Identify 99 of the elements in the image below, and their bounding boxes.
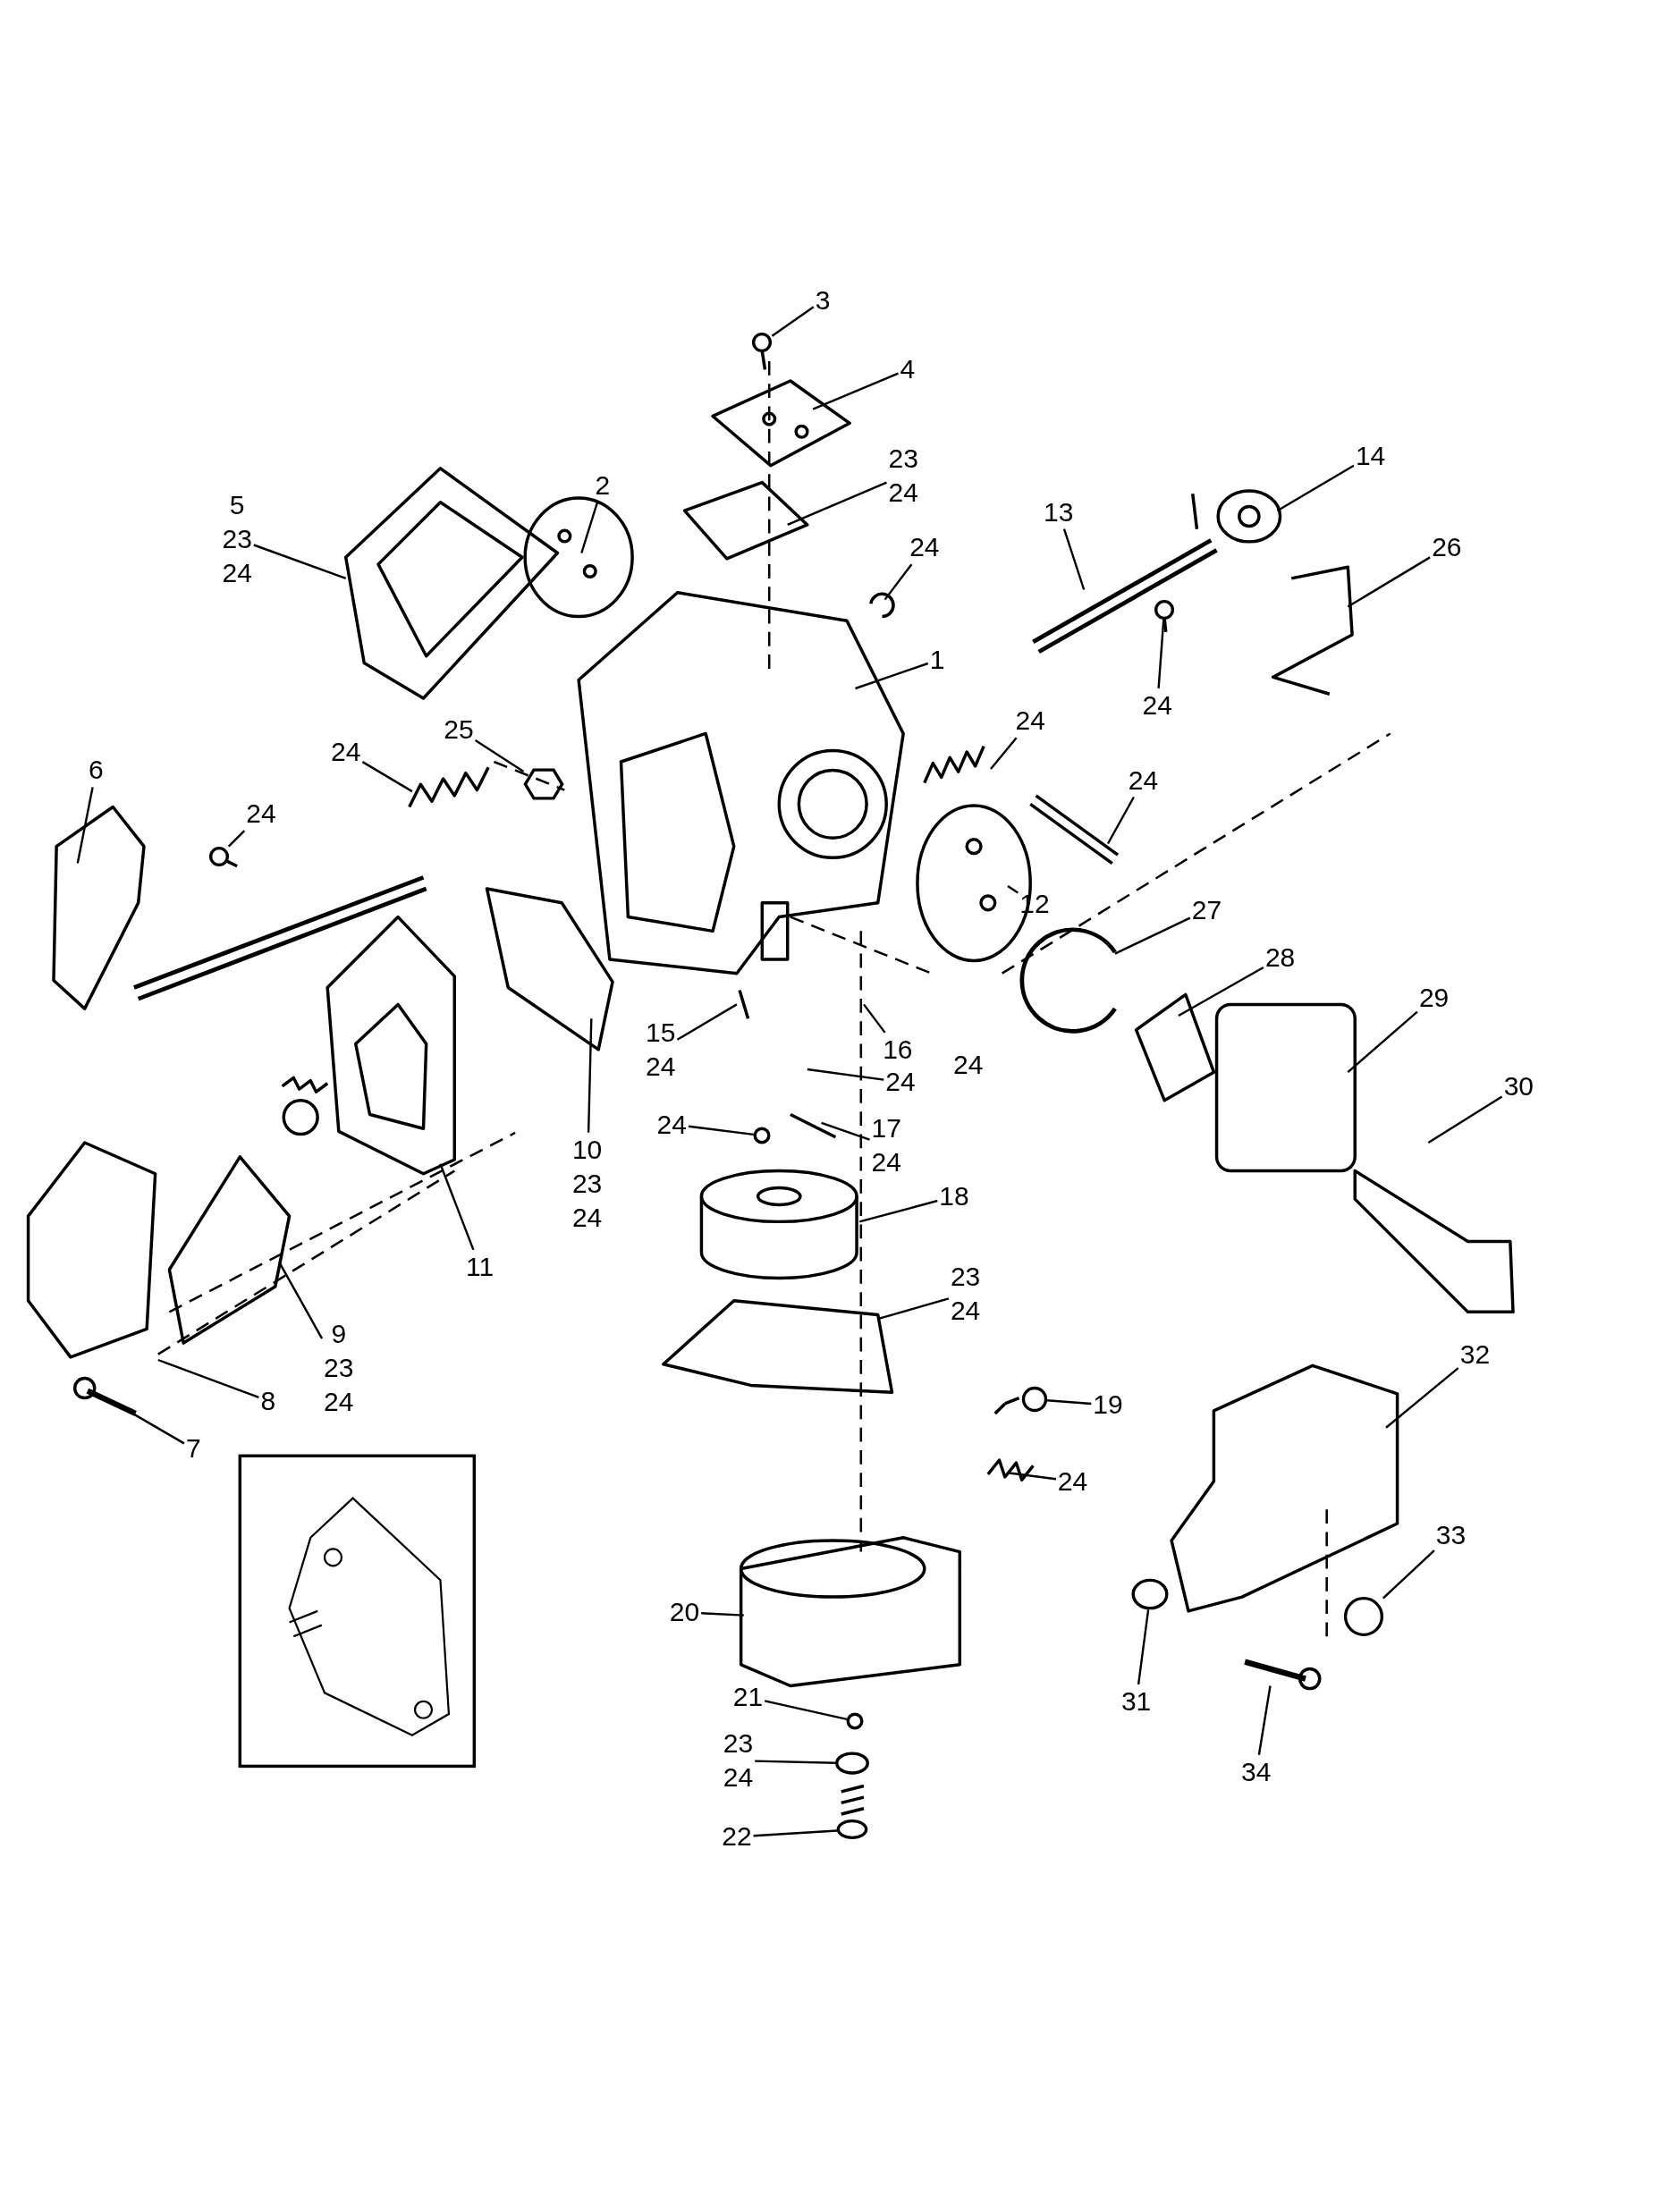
leader-line [877, 1297, 950, 1321]
callout-number: 28 [1264, 941, 1297, 975]
leader-line [76, 787, 94, 864]
leader-line [1007, 1472, 1057, 1481]
leader-line [753, 1829, 838, 1837]
leader-line [787, 481, 887, 526]
callout-number: 16 [882, 1033, 914, 1066]
leader-line [474, 739, 525, 773]
leader-line [990, 737, 1018, 770]
leader-line [1047, 1399, 1092, 1406]
callout-number: 24 [245, 798, 277, 831]
callout-number: 6 [88, 754, 105, 787]
callout-number: 3 [814, 284, 832, 317]
leader-line [863, 1003, 886, 1034]
leader-line [580, 502, 599, 553]
leader-line [812, 372, 899, 410]
leader-line [1385, 1367, 1459, 1429]
leader-line [1106, 796, 1135, 845]
leader-line [1178, 966, 1264, 1017]
callout-number: 24 [884, 1066, 917, 1099]
callout-number: 31 [1120, 1684, 1153, 1718]
callout-number: 7 [184, 1432, 202, 1465]
callout-number: 2 [594, 469, 612, 502]
callout-number: 33 [1434, 1518, 1467, 1551]
leader-line [114, 1402, 185, 1445]
callout-number: 20 [668, 1596, 701, 1629]
callout-number: 13 [1043, 495, 1075, 528]
callout-number: 24 [1056, 1465, 1089, 1498]
leader-line [755, 1760, 836, 1764]
callout-number: 24 [952, 1049, 985, 1082]
leader-line [1427, 1095, 1503, 1144]
callout-number: 15 [645, 1016, 677, 1049]
callout-number: 26 [1431, 531, 1463, 564]
leader-line [764, 1700, 848, 1720]
callout-number: 11 [465, 1250, 495, 1283]
leader-line [855, 662, 929, 690]
callout-number: 24 [887, 476, 919, 509]
callout-number: 24 [330, 735, 362, 768]
callout-number: 24 [323, 1386, 355, 1419]
leader-line [587, 1018, 593, 1133]
leader-line [701, 1612, 744, 1617]
callout-number: 24 [221, 556, 253, 589]
callout-number: 17 [870, 1112, 902, 1145]
callout-number: 23 [887, 442, 919, 475]
callout-number: 30 [1502, 1069, 1534, 1102]
callout-number: 27 [1190, 893, 1223, 926]
callout-number: 24 [1141, 688, 1173, 722]
leader-line [1157, 619, 1165, 688]
callout-number: 24 [909, 531, 941, 564]
callout-number: 22 [721, 1820, 753, 1853]
leader-line [361, 761, 413, 793]
leader-line [807, 1068, 884, 1081]
callout-number: 32 [1458, 1338, 1492, 1371]
callout-number: 5 [228, 488, 246, 521]
callout-number: 19 [1092, 1389, 1124, 1422]
callout-number: 29 [1417, 981, 1450, 1014]
leader-line [1137, 1609, 1150, 1684]
callout-number: 14 [1354, 439, 1387, 472]
callout-number: 23 [323, 1352, 355, 1385]
callout-number: 24 [949, 1294, 982, 1327]
callout-number: 24 [1014, 705, 1046, 738]
leader-line [157, 1358, 259, 1399]
leader-line [688, 1125, 754, 1136]
leader-line [439, 1163, 475, 1251]
callout-number: 4 [899, 353, 917, 386]
callout-number: 24 [1127, 764, 1160, 797]
callout-number: 10 [571, 1133, 604, 1166]
callout-number: 34 [1240, 1755, 1272, 1788]
leader-line [883, 563, 913, 601]
callout-number: 25 [443, 713, 475, 746]
leader-line [1007, 884, 1019, 894]
leader-line [858, 1199, 938, 1223]
leader-line [1114, 916, 1191, 955]
leader-line [1347, 1010, 1418, 1073]
callout-number: 1 [928, 644, 946, 677]
callout-number: 24 [645, 1050, 677, 1083]
leader-line [1347, 556, 1431, 608]
leader-line [771, 306, 815, 337]
callout-number: 24 [571, 1201, 604, 1234]
leader-line [1382, 1549, 1435, 1600]
callout-number: 18 [938, 1179, 970, 1212]
leader-line [253, 544, 347, 580]
callout-number: 9 [330, 1318, 348, 1351]
leader-line [1276, 464, 1355, 512]
leader-line [676, 1003, 738, 1041]
callout-number: 23 [722, 1727, 755, 1760]
callout-number: 21 [731, 1681, 765, 1714]
callout-number: 23 [221, 522, 253, 555]
leader-line [227, 830, 246, 848]
callout-number: 24 [870, 1146, 902, 1179]
leader-line [1257, 1685, 1272, 1755]
callout-number: 23 [571, 1167, 604, 1200]
leader-line [278, 1262, 324, 1339]
callout-number: 8 [259, 1384, 277, 1417]
leader-line [821, 1121, 870, 1141]
leader-line [1062, 528, 1086, 590]
callout-number: 23 [949, 1260, 982, 1293]
callout-number: 24 [655, 1108, 688, 1141]
callout-number: 24 [722, 1761, 755, 1794]
